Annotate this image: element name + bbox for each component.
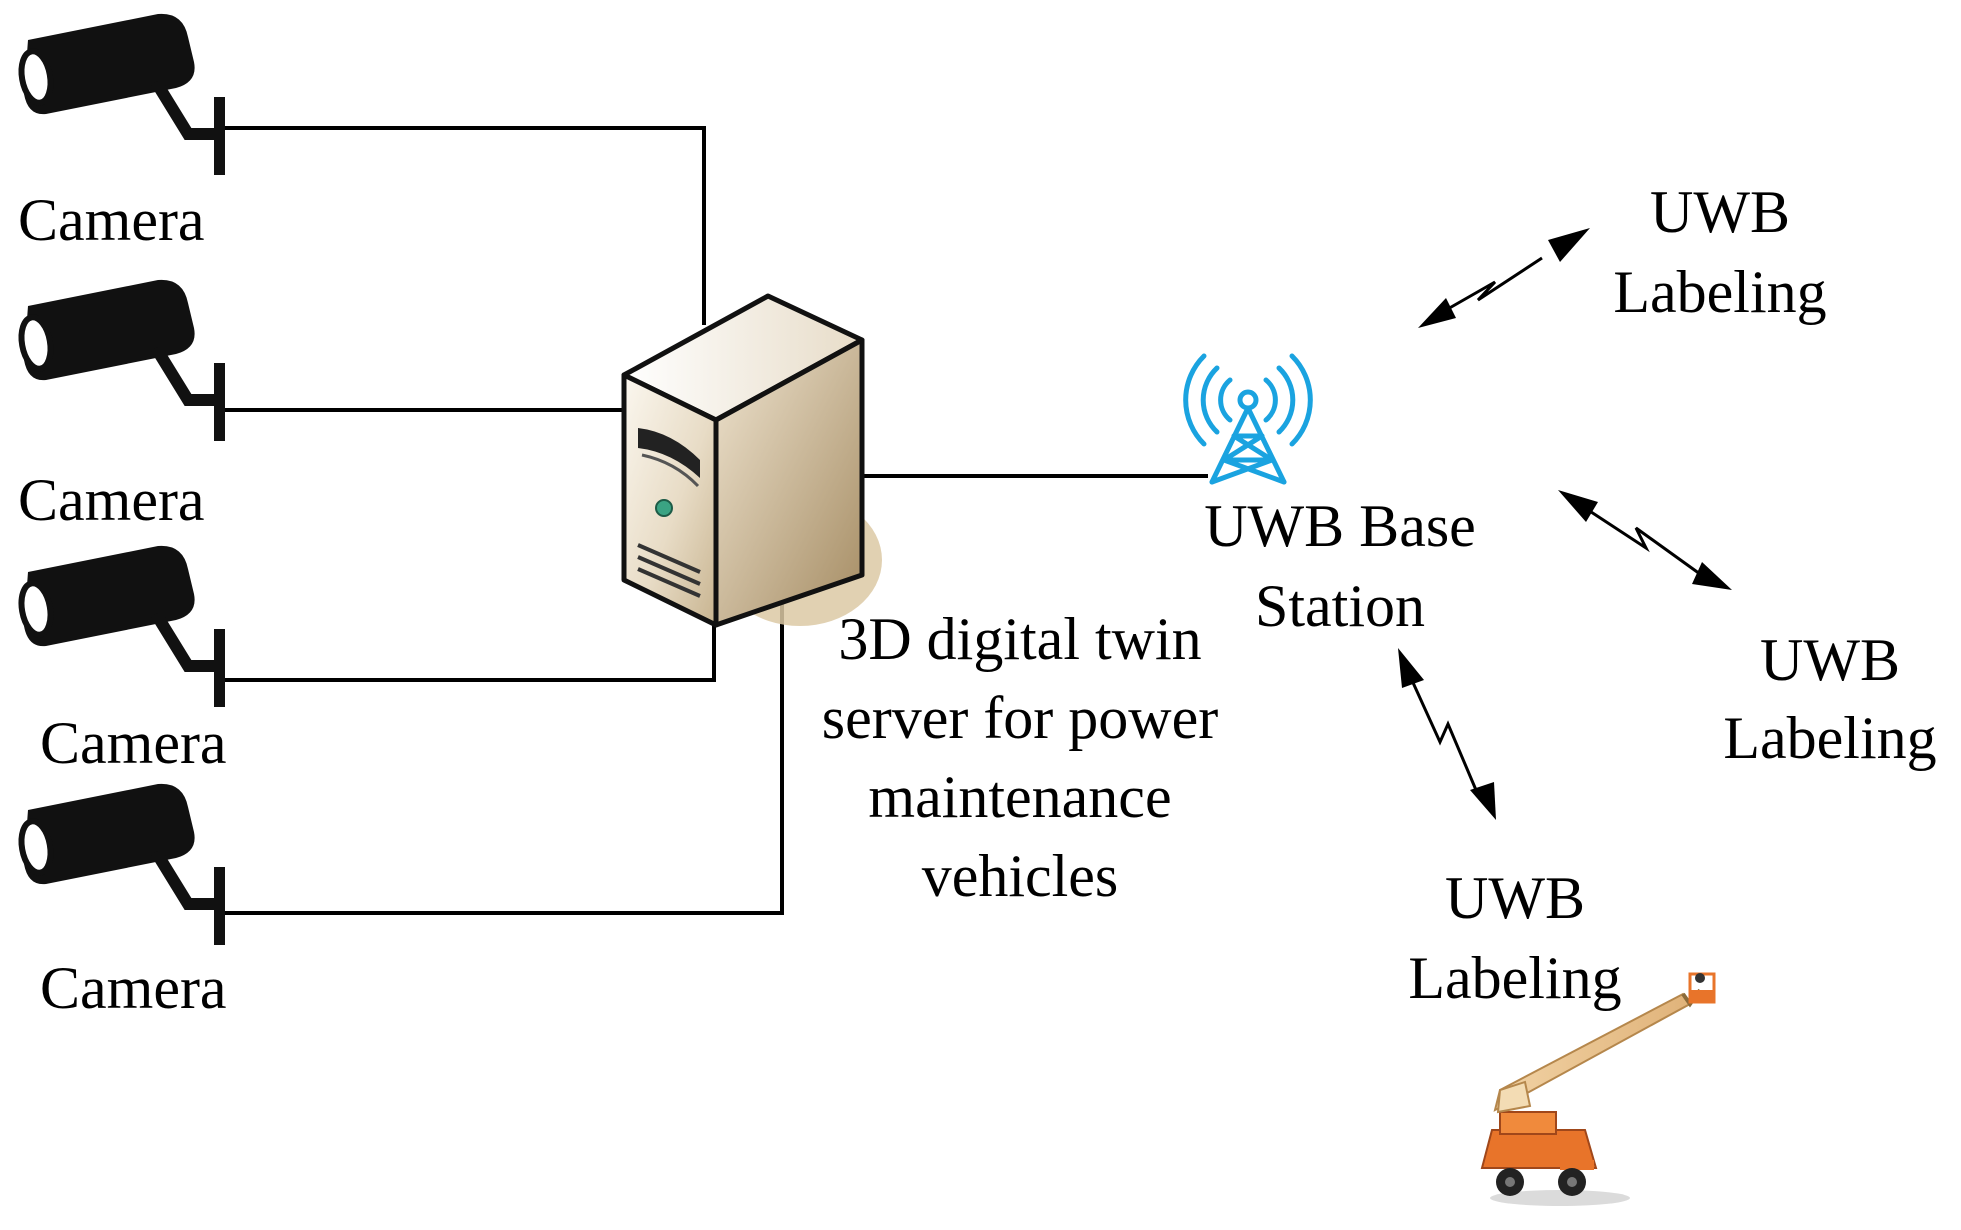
server-label-line: vehicles bbox=[921, 843, 1119, 909]
wireless-link-icon bbox=[1408, 675, 1478, 791]
server-label-line: 3D digital twin bbox=[838, 606, 1202, 672]
aerial-lift-truck-icon bbox=[1480, 972, 1716, 1206]
camera-icon bbox=[18, 280, 225, 441]
camera-label: Camera bbox=[18, 187, 205, 253]
wireless-link-icon bbox=[1431, 256, 1543, 320]
uwb-tag-label-line: Labeling bbox=[1723, 705, 1937, 771]
uwb-tag-label-line: UWB bbox=[1760, 627, 1900, 693]
arrowhead-icon bbox=[1558, 490, 1598, 522]
uwb-tag-label-line: Labeling bbox=[1613, 259, 1827, 325]
arrowhead-icon bbox=[1398, 648, 1424, 688]
camera-1-link bbox=[222, 126, 706, 325]
uwb-tag-label-line: UWB bbox=[1445, 865, 1585, 931]
uwb-tag-label-line: Labeling bbox=[1408, 945, 1622, 1011]
server-label-line: server for power bbox=[821, 685, 1219, 751]
camera-label: Camera bbox=[18, 467, 205, 533]
arrowhead-icon bbox=[1418, 298, 1456, 328]
antenna-tower-icon bbox=[1183, 353, 1313, 485]
server-label-line: maintenance bbox=[868, 764, 1172, 830]
base-station-label-line: Station bbox=[1254, 573, 1425, 639]
camera-icon bbox=[18, 14, 225, 175]
connection-lines bbox=[222, 126, 1208, 915]
arrowhead-icon bbox=[1548, 228, 1590, 262]
arrowhead-icon bbox=[1692, 562, 1732, 590]
camera-icon bbox=[18, 546, 225, 707]
uwb-tag-label-line: UWB bbox=[1650, 179, 1790, 245]
arrowhead-icon bbox=[1470, 782, 1496, 820]
camera-label: Camera bbox=[40, 955, 227, 1021]
server-icon bbox=[621, 293, 882, 628]
camera-4-link bbox=[222, 585, 784, 915]
base-station-label-line: UWB Base bbox=[1204, 493, 1476, 559]
server-label: 3D digital twin server for power mainten… bbox=[780, 600, 1260, 916]
camera-label: Camera bbox=[40, 710, 227, 776]
camera-icon bbox=[18, 784, 225, 945]
camera-3-link bbox=[222, 615, 716, 682]
wireless-link-icon bbox=[1581, 504, 1701, 576]
